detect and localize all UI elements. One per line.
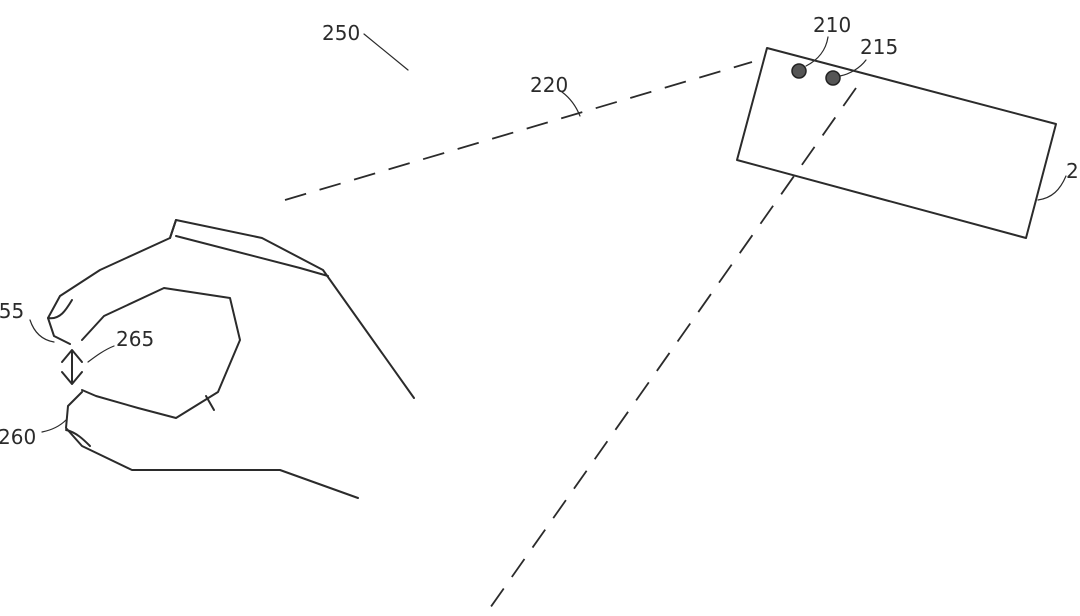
ref-device: 2: [1066, 159, 1079, 183]
ref-220: 220: [530, 73, 568, 97]
ref-250: 250: [322, 21, 360, 45]
ref-260: 260: [0, 425, 36, 449]
fov-line-upper: [285, 62, 752, 200]
ref-265: 265: [116, 327, 154, 351]
hand-index-finger: [48, 220, 414, 398]
ref-255: 255: [0, 299, 24, 323]
hand-upper-line: [176, 236, 328, 276]
leader-260: [42, 420, 66, 432]
hand-finger-top-edge: [170, 220, 176, 238]
ref-210: 210: [813, 13, 851, 37]
fov-line-lower: [490, 88, 856, 608]
thumb-nail: [48, 300, 72, 318]
ref-215: 215: [860, 35, 898, 59]
leader-265: [88, 346, 114, 362]
sensor-210: [792, 64, 806, 78]
device-body: [737, 48, 1056, 238]
leader-250: [364, 34, 408, 70]
hand-inner-loop: [82, 288, 240, 418]
sensor-215: [826, 71, 840, 85]
